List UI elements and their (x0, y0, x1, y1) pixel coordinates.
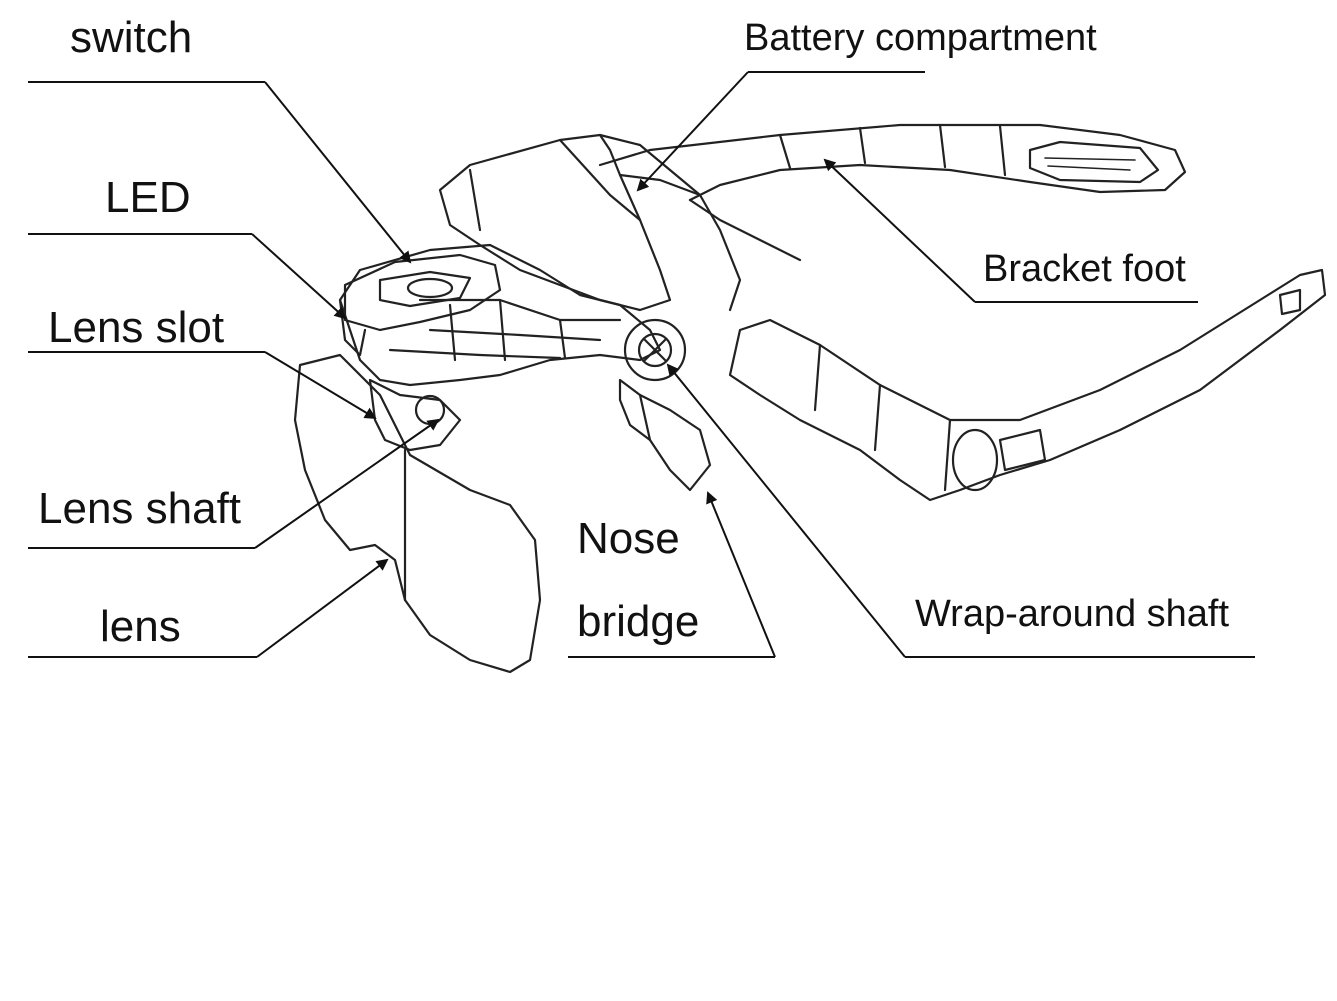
label-battery-compartment: Battery compartment (744, 17, 1097, 59)
battery-compartment-outline (438, 133, 672, 312)
wrap-shaft-leader (666, 363, 906, 658)
label-bridge: bridge (577, 597, 700, 646)
lens-leader (256, 558, 389, 658)
label-lens-slot: Lens slot (48, 303, 225, 352)
nose-bridge-leader (706, 491, 776, 658)
label-lens: lens (100, 602, 181, 651)
nose-bridge-piece (618, 378, 712, 492)
led-leader (251, 233, 347, 320)
bracket-foot-pad (1028, 140, 1160, 184)
label-nose: Nose (577, 514, 680, 563)
bracket-foot-leader (823, 158, 976, 303)
label-lens-shaft: Lens shaft (38, 484, 242, 533)
lens-shaft-leader (254, 418, 440, 549)
bracket-arm-upper (598, 123, 1187, 202)
led-switch-module (343, 253, 502, 332)
battery-leader (636, 71, 749, 192)
label-led: LED (105, 173, 191, 222)
lens-slot-leader (264, 351, 377, 420)
lens-plate (293, 353, 542, 674)
wrap-around-shaft-knob (623, 318, 687, 382)
lens-slot-bracket (368, 378, 462, 452)
label-bracket-foot: Bracket foot (983, 248, 1186, 290)
bracket-arm-inner (688, 198, 802, 262)
label-switch: switch (70, 13, 193, 62)
switch-leader (264, 81, 412, 264)
lens-shaft-pivot (414, 394, 446, 426)
label-wrap-around-shaft: Wrap-around shaft (915, 593, 1230, 635)
